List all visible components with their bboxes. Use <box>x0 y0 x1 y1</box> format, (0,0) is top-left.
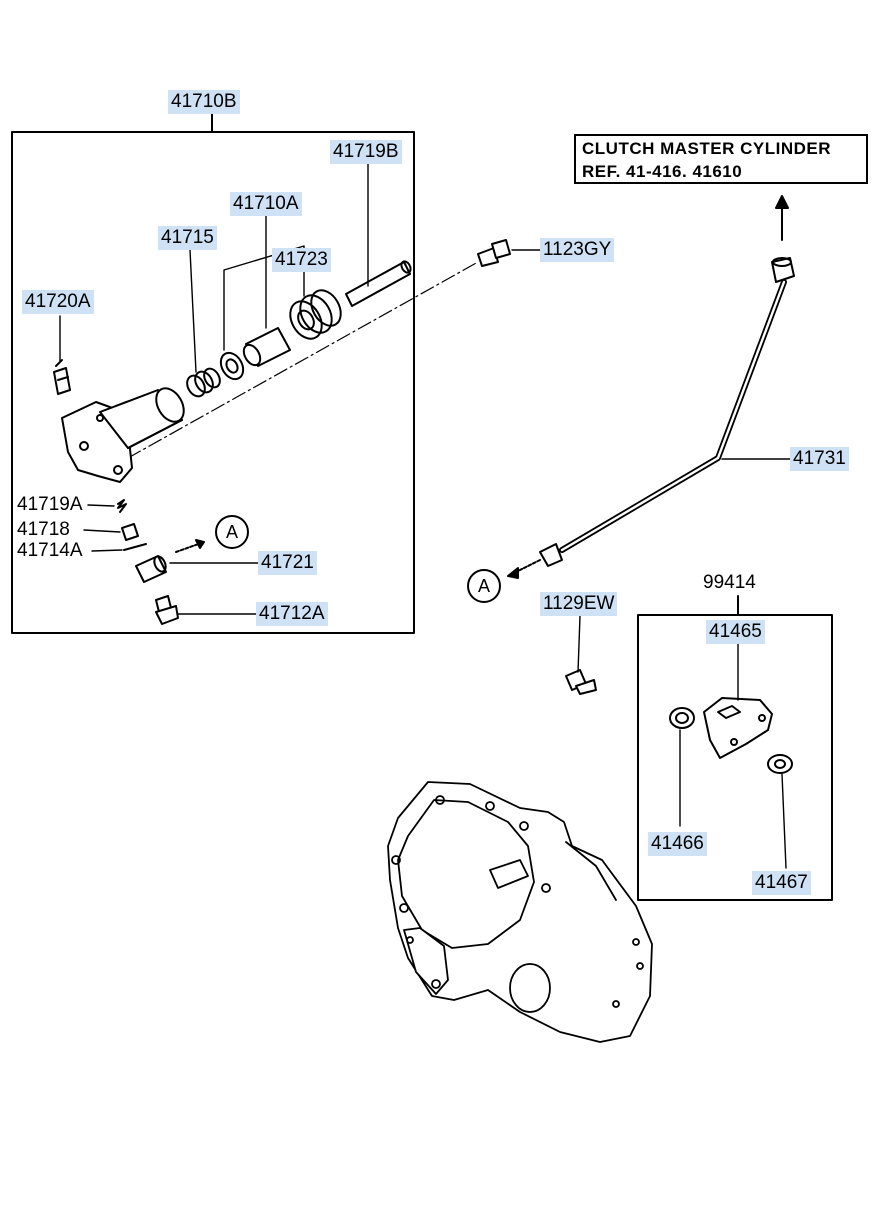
part-label-41710B[interactable]: 41710B <box>168 90 240 114</box>
transaxle-housing <box>387 781 653 1043</box>
dust-boot <box>289 289 342 340</box>
arrow-to-a-left <box>175 539 205 553</box>
bushing-41467 <box>767 754 793 774</box>
part-label-41714A[interactable]: 41714A <box>17 540 83 561</box>
arrow-to-master-cylinder <box>775 195 789 241</box>
part-label-41719A[interactable]: 41719A <box>17 494 83 515</box>
leader-lines <box>59 163 791 869</box>
view-marker-a-left: A <box>225 522 238 542</box>
small-cap <box>121 523 139 541</box>
release-cylinder-body <box>61 387 185 483</box>
part-label-41465[interactable]: 41465 <box>706 620 765 644</box>
part-label-41715[interactable]: 41715 <box>158 226 217 250</box>
part-label-41466[interactable]: 41466 <box>648 832 707 856</box>
spring-41715 <box>186 367 221 398</box>
clutch-tube <box>539 257 795 567</box>
piston-cup <box>219 351 245 381</box>
bushing-41466 <box>669 707 695 729</box>
reference-detail: REF. 41-416. 41610 <box>582 162 743 181</box>
part-label-41723[interactable]: 41723 <box>272 248 331 272</box>
part-label-41720A[interactable]: 41720A <box>22 290 94 314</box>
piston <box>242 327 291 367</box>
bolt-41712A <box>155 595 179 625</box>
connector-41721 <box>135 555 167 583</box>
part-label-41712A[interactable]: 41712A <box>256 602 328 626</box>
part-label-41721[interactable]: 41721 <box>258 551 317 575</box>
part-label-1129EW[interactable]: 1129EW <box>540 592 618 616</box>
view-marker-a-right: A <box>477 576 490 596</box>
assembly-frame-99414 <box>637 614 833 901</box>
part-label-99414[interactable]: 99414 <box>703 572 756 593</box>
bleeder-screw <box>53 359 71 395</box>
view-marker-a-right-ring <box>467 569 501 603</box>
assembly-axis-line <box>127 261 479 459</box>
arrow-to-a-right <box>507 559 541 579</box>
view-marker-a-left-ring <box>215 515 249 549</box>
small-pin <box>123 543 147 551</box>
master-cylinder-reference-box[interactable]: CLUTCH MASTER CYLINDER REF. 41-416. 4161… <box>574 134 868 184</box>
bracket-41465 <box>703 697 773 759</box>
part-label-41718[interactable]: 41718 <box>17 519 70 540</box>
small-spring <box>117 499 127 513</box>
part-label-41719B[interactable]: 41719B <box>330 140 402 164</box>
push-rod <box>345 260 412 307</box>
part-label-1123GY[interactable]: 1123GY <box>540 238 615 262</box>
bolt-1123GY <box>477 239 511 267</box>
part-label-41731[interactable]: 41731 <box>790 447 849 471</box>
part-label-41467[interactable]: 41467 <box>752 871 811 895</box>
part-label-41710A[interactable]: 41710A <box>230 192 302 216</box>
reference-title: CLUTCH MASTER CYLINDER <box>582 139 831 158</box>
bolt-1129EW <box>565 669 597 695</box>
